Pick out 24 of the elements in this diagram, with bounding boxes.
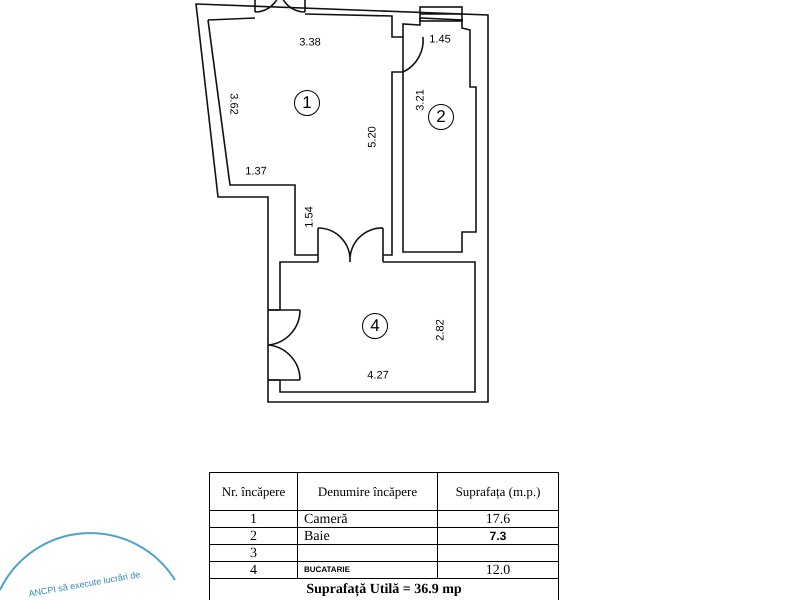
stamp-text: ANCPI să execute lucrări de [28, 568, 142, 600]
dimension-label: 3.38 [299, 38, 321, 48]
table-cell: 2 [210, 528, 298, 545]
dimension-label: 3.62 [228, 93, 238, 115]
dimension-label: 5.20 [368, 126, 378, 148]
table-cell: 1 [210, 511, 298, 528]
table-cell: Baie [298, 528, 438, 545]
column-header: Nr. încăpere [210, 473, 298, 511]
table-cell: BUCATARIE [298, 562, 438, 579]
dimension-label: 2.82 [436, 319, 446, 341]
table-cell: Cameră [298, 511, 438, 528]
table-cell: 7.3 [438, 528, 559, 545]
dimension-label: 1.45 [429, 34, 451, 46]
dimension-label: 1.37 [245, 166, 267, 178]
dimension-label: 1.54 [304, 206, 316, 228]
column-header: Suprafața (m.p.) [438, 473, 559, 511]
table-cell: 4 [210, 562, 298, 579]
table-cell: 3 [210, 545, 298, 562]
table-cell: 17.6 [438, 511, 559, 528]
dimension-label: 3.21 [416, 89, 426, 111]
table-cell: Suprafață Utilă = 36.9 mp [210, 579, 559, 600]
dimension-label: 4.27 [367, 370, 389, 382]
column-header: Denumire încăpere [298, 473, 438, 511]
table-cell: 12.0 [438, 562, 559, 579]
